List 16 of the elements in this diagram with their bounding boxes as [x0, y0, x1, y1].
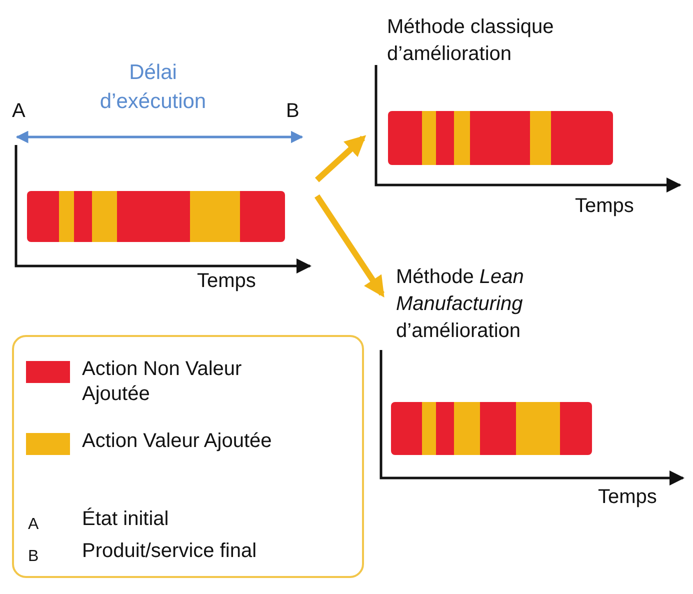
axis-label: Temps	[598, 485, 657, 510]
key-label: État initial	[82, 507, 169, 532]
axis-label: Temps	[575, 194, 634, 219]
chart-title: Méthode classique d’amélioration	[387, 15, 555, 67]
chart-title: Méthode Lean Manufacturing d’amélioration	[396, 265, 525, 344]
arrow	[314, 135, 366, 182]
legend-label: Action Non Valeur Ajoutée	[82, 357, 243, 407]
legend-label: Action Valeur Ajoutée	[82, 429, 273, 454]
axis-label: Temps	[197, 269, 256, 294]
dimension-label: Délai d’exécution	[98, 60, 208, 115]
arrow	[314, 194, 384, 298]
key-letter: A	[28, 515, 39, 535]
point-label: B	[286, 99, 300, 124]
point-label: A	[12, 99, 26, 124]
key-letter: B	[28, 547, 39, 567]
key-label: Produit/service final	[82, 539, 257, 564]
